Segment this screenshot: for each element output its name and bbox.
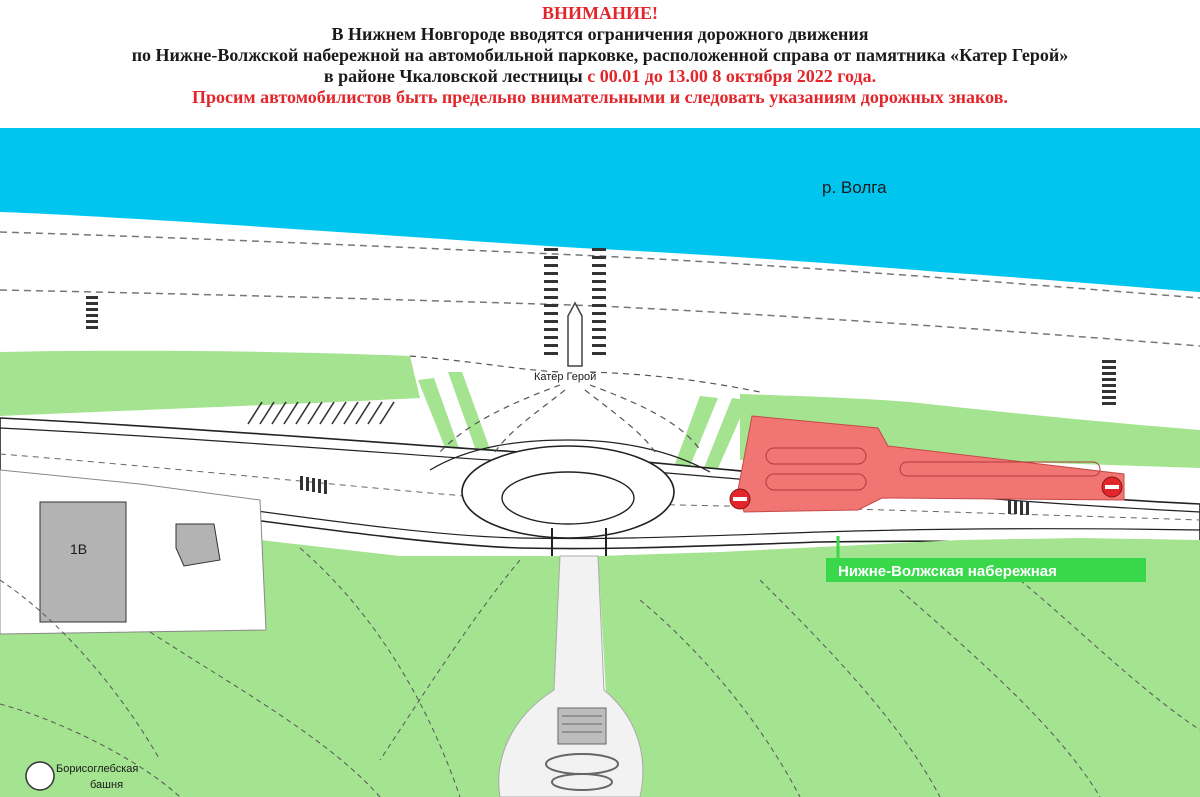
park-paths <box>0 547 1200 797</box>
notice-line-3: в районе Чкаловской лестницы с 00.01 до … <box>0 66 1200 87</box>
notice-title: ВНИМАНИЕ! <box>542 3 658 23</box>
building-1v <box>39 501 127 623</box>
tower-label-line1: Борисоглебская <box>56 763 138 775</box>
green-strip-d <box>700 398 748 482</box>
notice-line-3-location: в районе Чкаловской лестницы <box>323 66 588 86</box>
notice-line-3-dates: с 00.01 до 13.00 8 октября 2022 года. <box>587 66 877 86</box>
notice-line-2: по Нижне-Волжской набережной на автомоби… <box>131 45 1069 65</box>
notice-line-1: В Нижнем Новгороде вводятся ограничения … <box>331 24 869 44</box>
notice-line-4: Просим автомобилистов быть предельно вни… <box>192 87 1008 107</box>
green-strip-b <box>448 372 494 462</box>
roundabout-approach-left <box>429 439 569 471</box>
no-entry-sign-left-icon <box>729 488 751 510</box>
chkalov-stairs-icon <box>545 707 619 791</box>
volga-river <box>0 128 1200 292</box>
street-label-box <box>826 558 1146 582</box>
monument-label: Катер Герой <box>534 371 596 383</box>
parking-stalls-left <box>247 401 395 425</box>
embankment-map: р. Волга Катер Герой <box>0 128 1200 797</box>
crosswalk-river-right <box>1102 360 1116 405</box>
chkalov-stairs-path <box>498 555 644 797</box>
crosswalk-monument-left <box>544 248 558 355</box>
green-lawn-left-upper <box>0 350 420 416</box>
roundabout-island <box>501 471 635 525</box>
river-label: р. Волга <box>822 178 887 197</box>
notice-header: ВНИМАНИЕ! В Нижнем Новгороде вводятся ог… <box>0 0 1200 128</box>
green-strip-c <box>672 396 718 476</box>
tower-label-line2: башня <box>90 779 123 791</box>
restricted-zone-stalls <box>765 447 1101 491</box>
monument-paths <box>409 355 761 453</box>
roundabout-approach-right <box>567 439 711 473</box>
monument-boat-icon <box>567 301 583 367</box>
crosswalk-river-left <box>86 296 98 329</box>
green-slope-lower-right <box>598 538 1200 797</box>
borisoglebskaya-tower-icon <box>25 761 55 791</box>
street-label: Нижне-Волжская набережная <box>838 563 1057 580</box>
crosswalk-monument-right <box>592 248 606 355</box>
no-entry-sign-right-icon <box>1101 476 1123 498</box>
building-small <box>175 523 221 567</box>
crosswalk-road <box>300 476 1029 515</box>
building-1v-label: 1В <box>70 541 87 557</box>
